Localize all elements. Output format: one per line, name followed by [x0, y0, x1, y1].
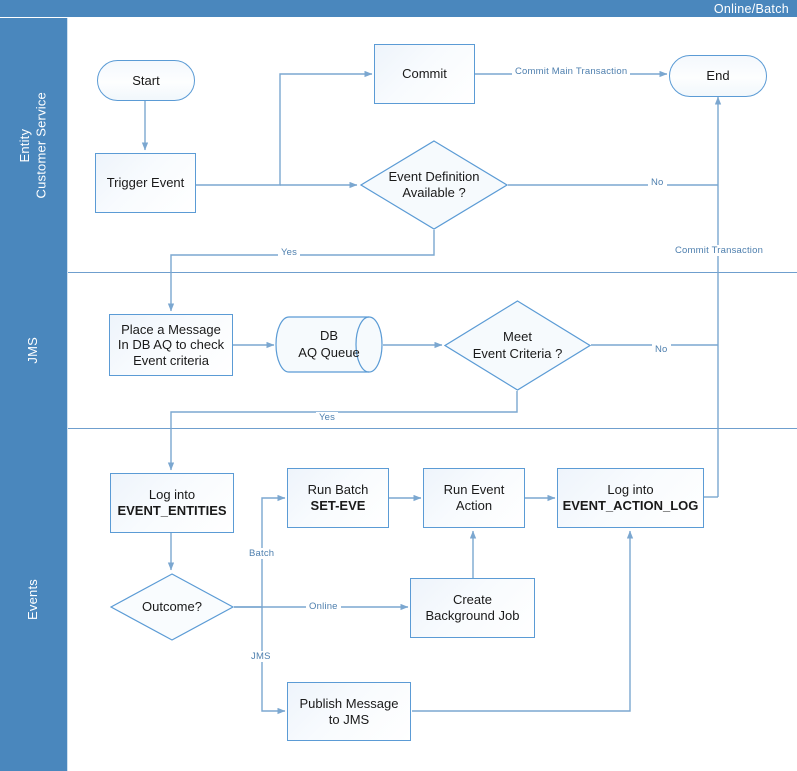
node-commit-label: Commit [402, 66, 447, 82]
node-db-aq-queue-line2: AQ Queue [298, 344, 360, 360]
node-place-message-line2: In DB AQ to check [117, 337, 225, 353]
edge-label-yes-event-definition: Yes [278, 247, 301, 258]
node-place-message[interactable]: Place a Message In DB AQ to check Event … [109, 314, 233, 376]
edge-label-jms: JMS [248, 651, 274, 662]
node-create-background-job[interactable]: Create Background Job [410, 578, 535, 638]
node-run-batch-line1: Run Batch [307, 482, 369, 498]
header-band: Online/Batch [0, 0, 797, 18]
node-outcome-label: Outcome? [142, 598, 202, 614]
node-publish-message-line1: Publish Message [299, 695, 399, 711]
node-run-event-action-line1: Run Event [443, 482, 505, 498]
lane-label-events: Events [0, 428, 68, 771]
edge-label-online: Online [306, 601, 341, 612]
node-outcome-text: Outcome? [110, 573, 234, 641]
node-meet-event-criteria-text: Meet Event Criteria ? [444, 300, 591, 391]
diagram-title: Online/Batch [713, 2, 789, 16]
node-log-into-event-entities[interactable]: Log into EVENT_ENTITIES [110, 473, 234, 533]
node-create-background-job-line2: Background Job [425, 608, 520, 623]
node-log-into-event-entities-line2: EVENT_ENTITIES [117, 503, 227, 518]
node-commit[interactable]: Commit [374, 44, 475, 104]
edge-label-batch: Batch [246, 548, 278, 559]
node-publish-message-to-jms[interactable]: Publish Message to JMS [287, 682, 411, 741]
node-run-event-action[interactable]: Run Event Action [423, 468, 525, 528]
node-run-event-action-line2: Action [455, 498, 493, 513]
node-place-message-line3: Event criteria [133, 352, 209, 368]
node-run-batch-line2: SET-EVE [310, 498, 366, 513]
node-end[interactable]: End [669, 55, 767, 97]
lane-label-jms: JMS [0, 272, 68, 428]
edge-label-no-event-definition: No [648, 177, 667, 188]
node-event-definition-line2: Available ? [402, 185, 466, 200]
node-publish-message-line2: to JMS [328, 711, 370, 727]
edge-label-no-meet-criteria: No [652, 344, 671, 355]
node-create-background-job-line1: Create [452, 592, 492, 608]
node-trigger-event-label: Trigger Event [106, 175, 185, 191]
edge-label-commit-main-transaction: Commit Main Transaction [512, 66, 631, 77]
edge-label-yes-meet-criteria: Yes [316, 412, 339, 423]
edge-label-commit-transaction: Commit Transaction [672, 245, 767, 256]
lane-label-entity-customer-service: Entity Customer Service [0, 18, 68, 272]
node-place-message-line1: Place a Message [121, 321, 221, 337]
node-db-aq-queue-text: DB AQ Queue [275, 316, 395, 373]
node-meet-event-criteria-line2: Event Criteria ? [472, 345, 563, 361]
node-db-aq-queue-line1: DB [319, 328, 339, 344]
node-run-batch-set-eve[interactable]: Run Batch SET-EVE [287, 468, 389, 528]
node-log-into-event-entities-line1: Log into [148, 487, 196, 503]
node-meet-event-criteria[interactable]: Meet Event Criteria ? [444, 300, 591, 391]
node-outcome[interactable]: Outcome? [110, 573, 234, 641]
node-trigger-event[interactable]: Trigger Event [95, 153, 196, 213]
node-meet-event-criteria-line1: Meet [503, 329, 532, 345]
node-log-into-event-action-log-line1: Log into [607, 482, 654, 498]
node-log-into-event-action-log-line2: EVENT_ACTION_LOG [562, 498, 699, 513]
node-event-definition-line1: Event Definition [388, 168, 480, 184]
node-start[interactable]: Start [97, 60, 195, 101]
node-end-label: End [706, 68, 730, 84]
node-start-label: Start [132, 72, 160, 88]
node-db-aq-queue[interactable]: DB AQ Queue [275, 316, 383, 373]
node-event-definition-text: Event Definition Available ? [360, 140, 508, 230]
node-event-definition-available[interactable]: Event Definition Available ? [360, 140, 508, 230]
node-log-into-event-action-log[interactable]: Log into EVENT_ACTION_LOG [557, 468, 704, 528]
